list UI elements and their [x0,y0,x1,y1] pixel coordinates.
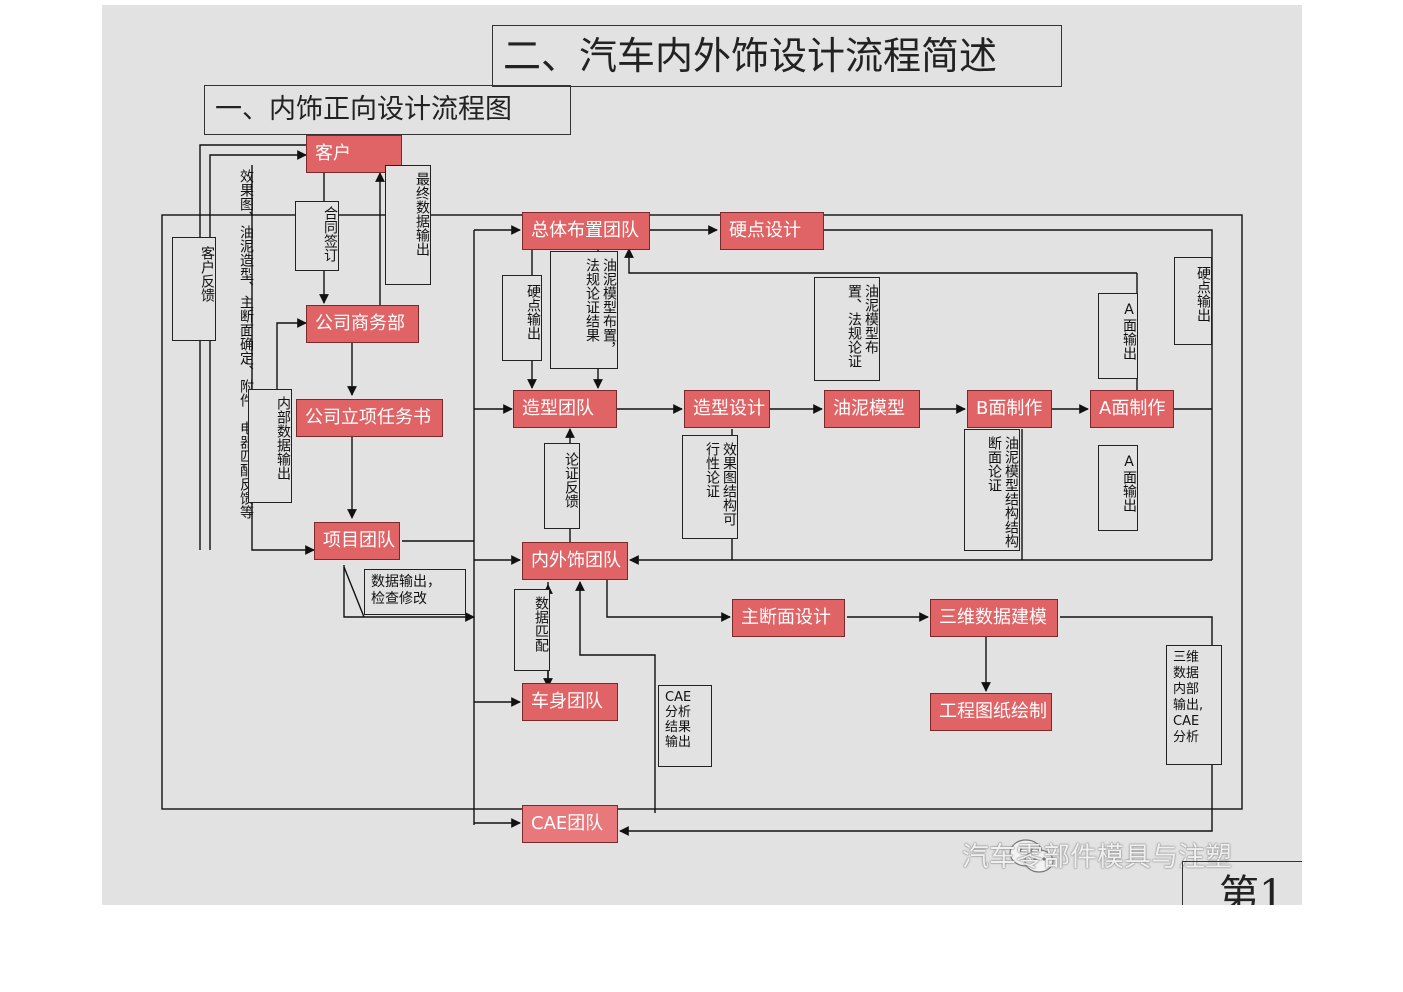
node-project-team: 项目团队 [314,522,400,560]
connector-left-inner [209,150,307,550]
note-effect-feas: 效果图结构可行性论证 [682,435,738,539]
node-trim-team: 内外饰团队 [522,542,628,580]
wechat-icon [1009,839,1054,873]
note-data-match: 数据匹配 [514,589,550,671]
watermark-text: 汽车零部件模具与注塑 [962,842,1232,873]
note-clay-struct: 油泥模型结构结构断面论证 [964,429,1020,551]
note-hardpoint-out1: 硬点输出 [502,275,542,361]
connector-data-check-return [343,566,365,618]
node-drawing: 工程图纸绘制 [930,693,1052,731]
note-3d-data-out: 三维 数据 内部 输出, CAE 分析 [1166,645,1222,765]
outer-frame [161,214,1243,810]
node-styling-team: 造型团队 [513,390,617,428]
note-a-out2: A面输出 [1098,445,1138,531]
connector-return-layout [624,248,1137,274]
note-contract: 合同签订 [295,201,339,271]
note-demo-feedback: 论证反馈 [544,443,580,529]
node-b-surface: B面制作 [967,390,1052,428]
node-main-section: 主断面设计 [732,599,845,637]
node-a-surface: A面制作 [1090,390,1174,428]
node-business: 公司商务部 [306,305,419,343]
node-clay-model: 油泥模型 [824,390,920,428]
node-project-task: 公司立项任务书 [296,399,443,437]
note-final-data: 最终数据输出 [385,165,431,285]
page-number: 第1 [1182,861,1302,905]
note-clay-layout: 油泥模型布置、法规论证 [814,277,880,381]
connector-data-check [343,565,475,622]
note-a-out1: A面输出 [1098,293,1138,379]
node-layout-team: 总体布置团队 [522,212,650,250]
connector-left-outer [199,144,306,550]
node-cae-team: CAE团队 [522,805,618,843]
connector-feedback-list [251,165,315,555]
note-data-check: 数据输出， 检查修改 [364,569,466,615]
slide-subtitle: 一、内饰正向设计流程图 [204,85,571,135]
note-hardpoint-out2: 硬点输出 [1174,257,1212,345]
slide-canvas: 二、汽车内外饰设计流程简述 一、内饰正向设计流程图 客户 公司商务部 公司立项任… [102,5,1302,905]
note-customer-feedback: 客户反馈 [172,237,216,341]
node-customer: 客户 [306,135,402,173]
node-hardpoint-design: 硬点设计 [720,212,824,250]
node-styling-design: 造型设计 [684,390,770,428]
note-clay-regs: 油泥模型布置，法规论证结果 [550,251,618,369]
node-body-team: 车身团队 [522,683,618,721]
connector-hardpoint-right [824,229,1213,409]
node-3d-data: 三维数据建模 [930,599,1058,637]
connector-trim-section [606,580,731,622]
connector-cae-out [575,581,656,813]
note-internal-data: 内部数据输出 [248,389,292,503]
slide-title: 二、汽车内外饰设计流程简述 [492,25,1062,87]
note-cae-out: CAE 分析 结果 输出 [658,685,712,767]
